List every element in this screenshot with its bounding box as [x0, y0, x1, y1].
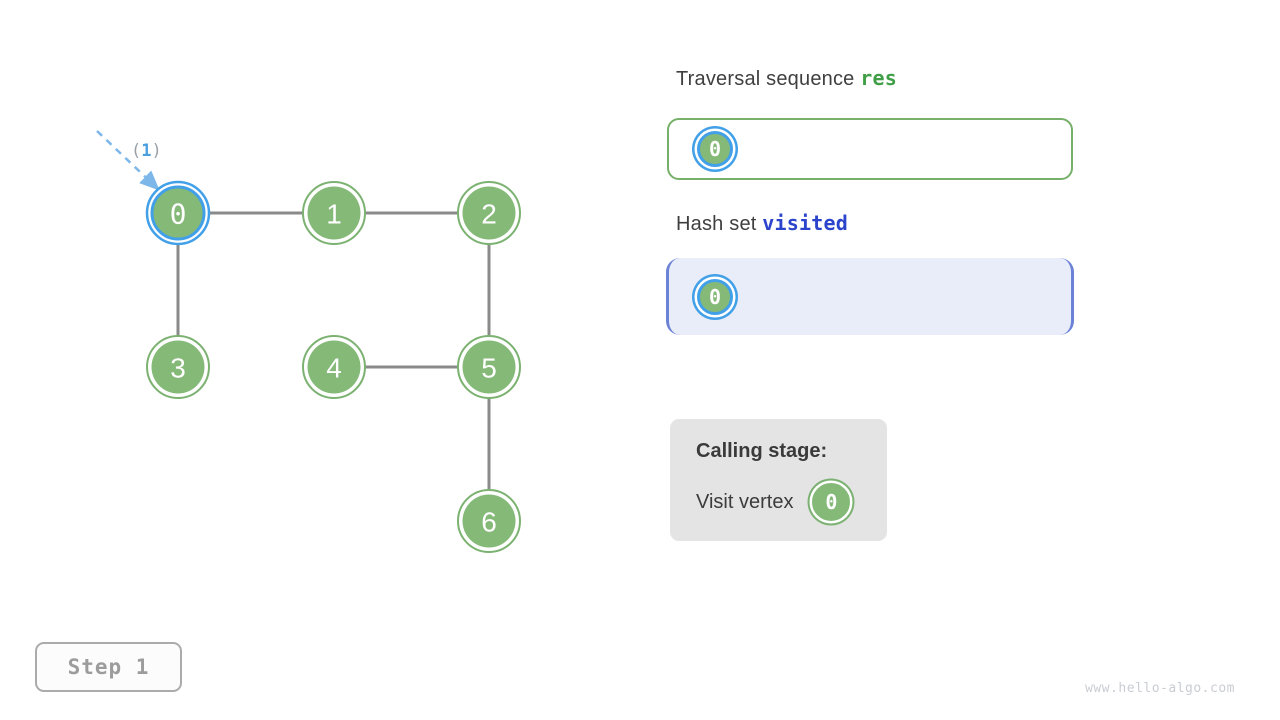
graph-node-label: 2 [481, 199, 497, 230]
graph-node-4: 4 [302, 335, 366, 399]
vertex-chip-label: 0 [708, 284, 722, 309]
step-pointer-label: (1) [131, 141, 162, 161]
graph-node-label: 6 [481, 507, 497, 538]
graph-node-2: 2 [457, 181, 521, 245]
vertex-chip-0: 0 [812, 483, 851, 521]
vertex-chip-label: 0 [708, 137, 722, 161]
calling-stage-row: Visit vertex 0 [696, 478, 863, 526]
watermark: www.hello-algo.com [1085, 681, 1235, 696]
graph-node-5: 5 [457, 335, 521, 399]
calling-stage-box: Calling stage: Visit vertex 0 [670, 419, 887, 541]
res-code-label: res [860, 66, 897, 90]
visited-panel-title: Hash set visited [676, 211, 848, 236]
calling-stage-heading: Calling stage: [696, 440, 828, 462]
step-badge: Step 1 [35, 642, 182, 692]
res-panel-title: Traversal sequence res [676, 66, 897, 91]
graph-node-label: 5 [481, 353, 497, 384]
step-pointer-arrow [96, 130, 160, 191]
graph-node-3: 3 [146, 335, 210, 399]
step-label: Step 1 [67, 655, 150, 679]
graph-node-label: 3 [170, 353, 186, 384]
visit-vertex-chip-slot: 0 [807, 478, 855, 526]
vertex-chip-label: 0 [825, 490, 838, 514]
graph-canvas: (1) 0 1 2 3 4 5 6 [96, 130, 521, 553]
graph-node-1: 1 [302, 181, 366, 245]
graph-node-6: 6 [457, 489, 521, 553]
graph-node-0: 0 [145, 180, 211, 246]
visit-vertex-label: Visit vertex [696, 490, 794, 513]
vertex-chip-0: 0 [697, 278, 733, 315]
res-title-text: Traversal sequence [676, 68, 861, 90]
hash-set-box: 0 [666, 258, 1074, 335]
visited-title-text: Hash set [676, 213, 763, 235]
vertex-chip-0: 0 [697, 131, 733, 167]
visited-code-label: visited [762, 211, 848, 235]
graph-node-label: 1 [326, 199, 342, 230]
graph-node-label: 0 [170, 198, 187, 231]
traversal-sequence-box: 0 [667, 118, 1073, 180]
graph-node-label: 4 [326, 353, 342, 384]
